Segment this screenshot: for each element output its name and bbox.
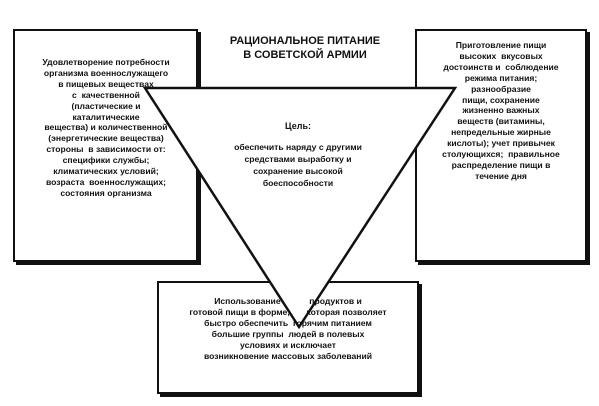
left-box-text: Удовлетворение потребности организма вое… <box>42 57 170 198</box>
bottom-box-text: Использование продуктов и готовой пищи в… <box>189 296 387 361</box>
goal-label: Цель: <box>285 121 311 131</box>
goal-text: обеспечить наряду с другими средствами в… <box>234 142 362 188</box>
diagram-title: РАЦИОНАЛЬНОЕ ПИТАНИЕ В СОВЕТСКОЙ АРМИИ <box>229 35 381 61</box>
right-box-text: Приготовление пищи высоких вкусовых дост… <box>442 40 560 181</box>
left-box <box>13 29 198 262</box>
right-box <box>415 29 587 262</box>
goal-triangle <box>142 86 458 330</box>
